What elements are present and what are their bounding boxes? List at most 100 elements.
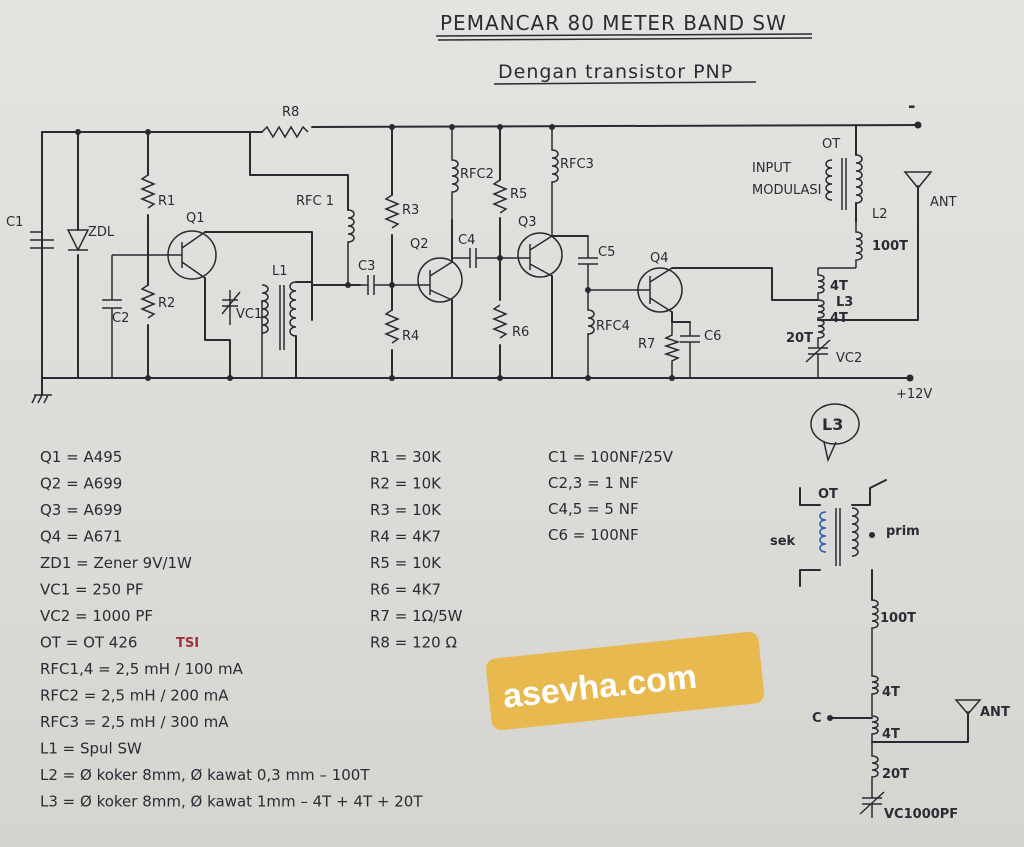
parts-mid-line: R7 = 1Ω/5W xyxy=(370,607,463,625)
r2-resistor xyxy=(140,284,156,319)
c5-label: C5 xyxy=(598,245,615,260)
detail-ot-core xyxy=(835,508,841,566)
schematic-subtitle: Dengan transistor PNP xyxy=(498,61,733,83)
parts-left-line: RFC1,4 = 2,5 mH / 100 mA xyxy=(40,660,244,678)
l1-label: L1 xyxy=(272,264,288,279)
node-top-5 xyxy=(497,124,503,130)
rfc2-label: RFC2 xyxy=(460,167,494,182)
c6-label: C6 xyxy=(704,329,721,344)
vc1-label: VC1 xyxy=(236,307,262,322)
rfc4-choke xyxy=(587,290,595,378)
parts-mid-line: R1 = 30K xyxy=(370,448,442,466)
detail-prim-label: prim xyxy=(886,524,920,539)
node-top-3 xyxy=(389,124,395,130)
q4-wires xyxy=(671,267,819,323)
q3-wires xyxy=(551,235,589,379)
c4-label: C4 xyxy=(458,233,475,248)
node-q2-base xyxy=(389,282,395,288)
q3-label: Q3 xyxy=(518,215,537,230)
input-label: INPUT xyxy=(752,161,791,176)
c3-capacitor xyxy=(360,275,418,295)
antenna-feed xyxy=(817,185,919,321)
l3-label: L3 xyxy=(836,295,853,310)
rfc3-choke xyxy=(551,127,559,236)
l2-coil xyxy=(855,222,863,268)
title-underline xyxy=(435,33,813,37)
rfc1-label: RFC 1 xyxy=(296,194,334,209)
detail-sek-label: sek xyxy=(770,534,796,549)
parts-left-line: VC2 = 1000 PF xyxy=(40,607,153,625)
modulasi-label: MODULASI xyxy=(752,183,822,198)
parts-left-line: Q3 = A699 xyxy=(40,501,122,519)
ot-primary xyxy=(825,159,833,201)
q3-leads xyxy=(520,235,553,277)
plus12-label: +12V xyxy=(896,387,932,402)
l1-core xyxy=(279,285,285,350)
detail-ot-label: OT xyxy=(818,487,838,502)
subtitle-underline xyxy=(493,81,757,85)
parts-left-line: L1 = Spul SW xyxy=(40,740,142,758)
parts-right-line: C2,3 = 1 NF xyxy=(548,474,639,492)
ground-symbol xyxy=(31,394,52,404)
l3-coil xyxy=(817,267,856,340)
schematic-title: PEMANCAR 80 METER BAND SW xyxy=(440,11,787,35)
parts-right-line: C6 = 100NF xyxy=(548,526,639,544)
c2-capacitor xyxy=(102,254,175,378)
q2-leads xyxy=(418,261,453,301)
q1-transistor xyxy=(167,230,217,280)
parts-left-line: Q1 = A495 xyxy=(40,448,122,466)
l1-coil-right xyxy=(289,281,297,337)
node-bot-3 xyxy=(389,375,395,381)
r5-resistor xyxy=(492,179,508,214)
r6-label: R6 xyxy=(512,325,529,340)
r4-resistor xyxy=(384,309,400,344)
ot-core xyxy=(841,158,847,210)
parts-mid-line: R4 = 4K7 xyxy=(370,528,441,546)
parts-left-line: Q4 = A671 xyxy=(40,528,122,546)
node-top-1 xyxy=(75,129,81,135)
q2-transistor xyxy=(417,257,463,303)
q4-label: Q4 xyxy=(650,251,669,266)
detail-t20-label: 20T xyxy=(882,767,909,782)
parts-mid-line: R3 = 10K xyxy=(370,501,442,519)
l1-wires xyxy=(295,281,361,379)
node-rfc1 xyxy=(345,282,351,288)
r4-label: R4 xyxy=(402,329,419,344)
r3-label: R3 xyxy=(402,203,419,218)
c1-label: C1 xyxy=(6,215,23,230)
node-bot-4 xyxy=(497,375,503,381)
node-top-2 xyxy=(145,129,151,135)
antenna-icon xyxy=(903,171,933,190)
parts-right-line: C1 = 100NF/25V xyxy=(548,448,674,466)
vc2-capacitor xyxy=(805,339,831,378)
r5-label: R5 xyxy=(510,187,527,202)
detail-ot-leads xyxy=(799,479,887,601)
zener-label: ZDL xyxy=(88,225,115,240)
parts-left-line: Q2 = A699 xyxy=(40,475,122,493)
detail-bubble-tail xyxy=(823,441,837,463)
ot-secondary xyxy=(855,154,863,204)
t4b-label: 4T xyxy=(830,311,848,326)
r1-label: R1 xyxy=(158,194,175,209)
detail-c-dot xyxy=(827,715,833,721)
parts-mid-line: R6 = 4K7 xyxy=(370,581,441,599)
node-top-4 xyxy=(449,124,455,130)
detail-ot-secondary xyxy=(819,511,827,553)
c1-capacitor xyxy=(30,231,54,249)
node-bot-2 xyxy=(227,375,233,381)
detail-t100-label: 100T xyxy=(880,611,916,626)
c2-label: C2 xyxy=(112,311,129,326)
watermark-badge: asevha.com xyxy=(486,631,765,731)
t4a-label: 4T xyxy=(830,279,848,294)
rfc2-choke xyxy=(451,127,459,220)
rfc3-label: RFC3 xyxy=(560,157,594,172)
r7-resistor xyxy=(663,322,681,378)
parts-left-line: L3 = Ø koker 8mm, Ø kawat 1mm – 4T + 4T … xyxy=(40,793,423,811)
top-rail xyxy=(41,124,921,133)
parts-mid-line: R2 = 10K xyxy=(370,475,442,493)
r3-resistor xyxy=(384,194,400,229)
t100-label: 100T xyxy=(872,239,908,254)
